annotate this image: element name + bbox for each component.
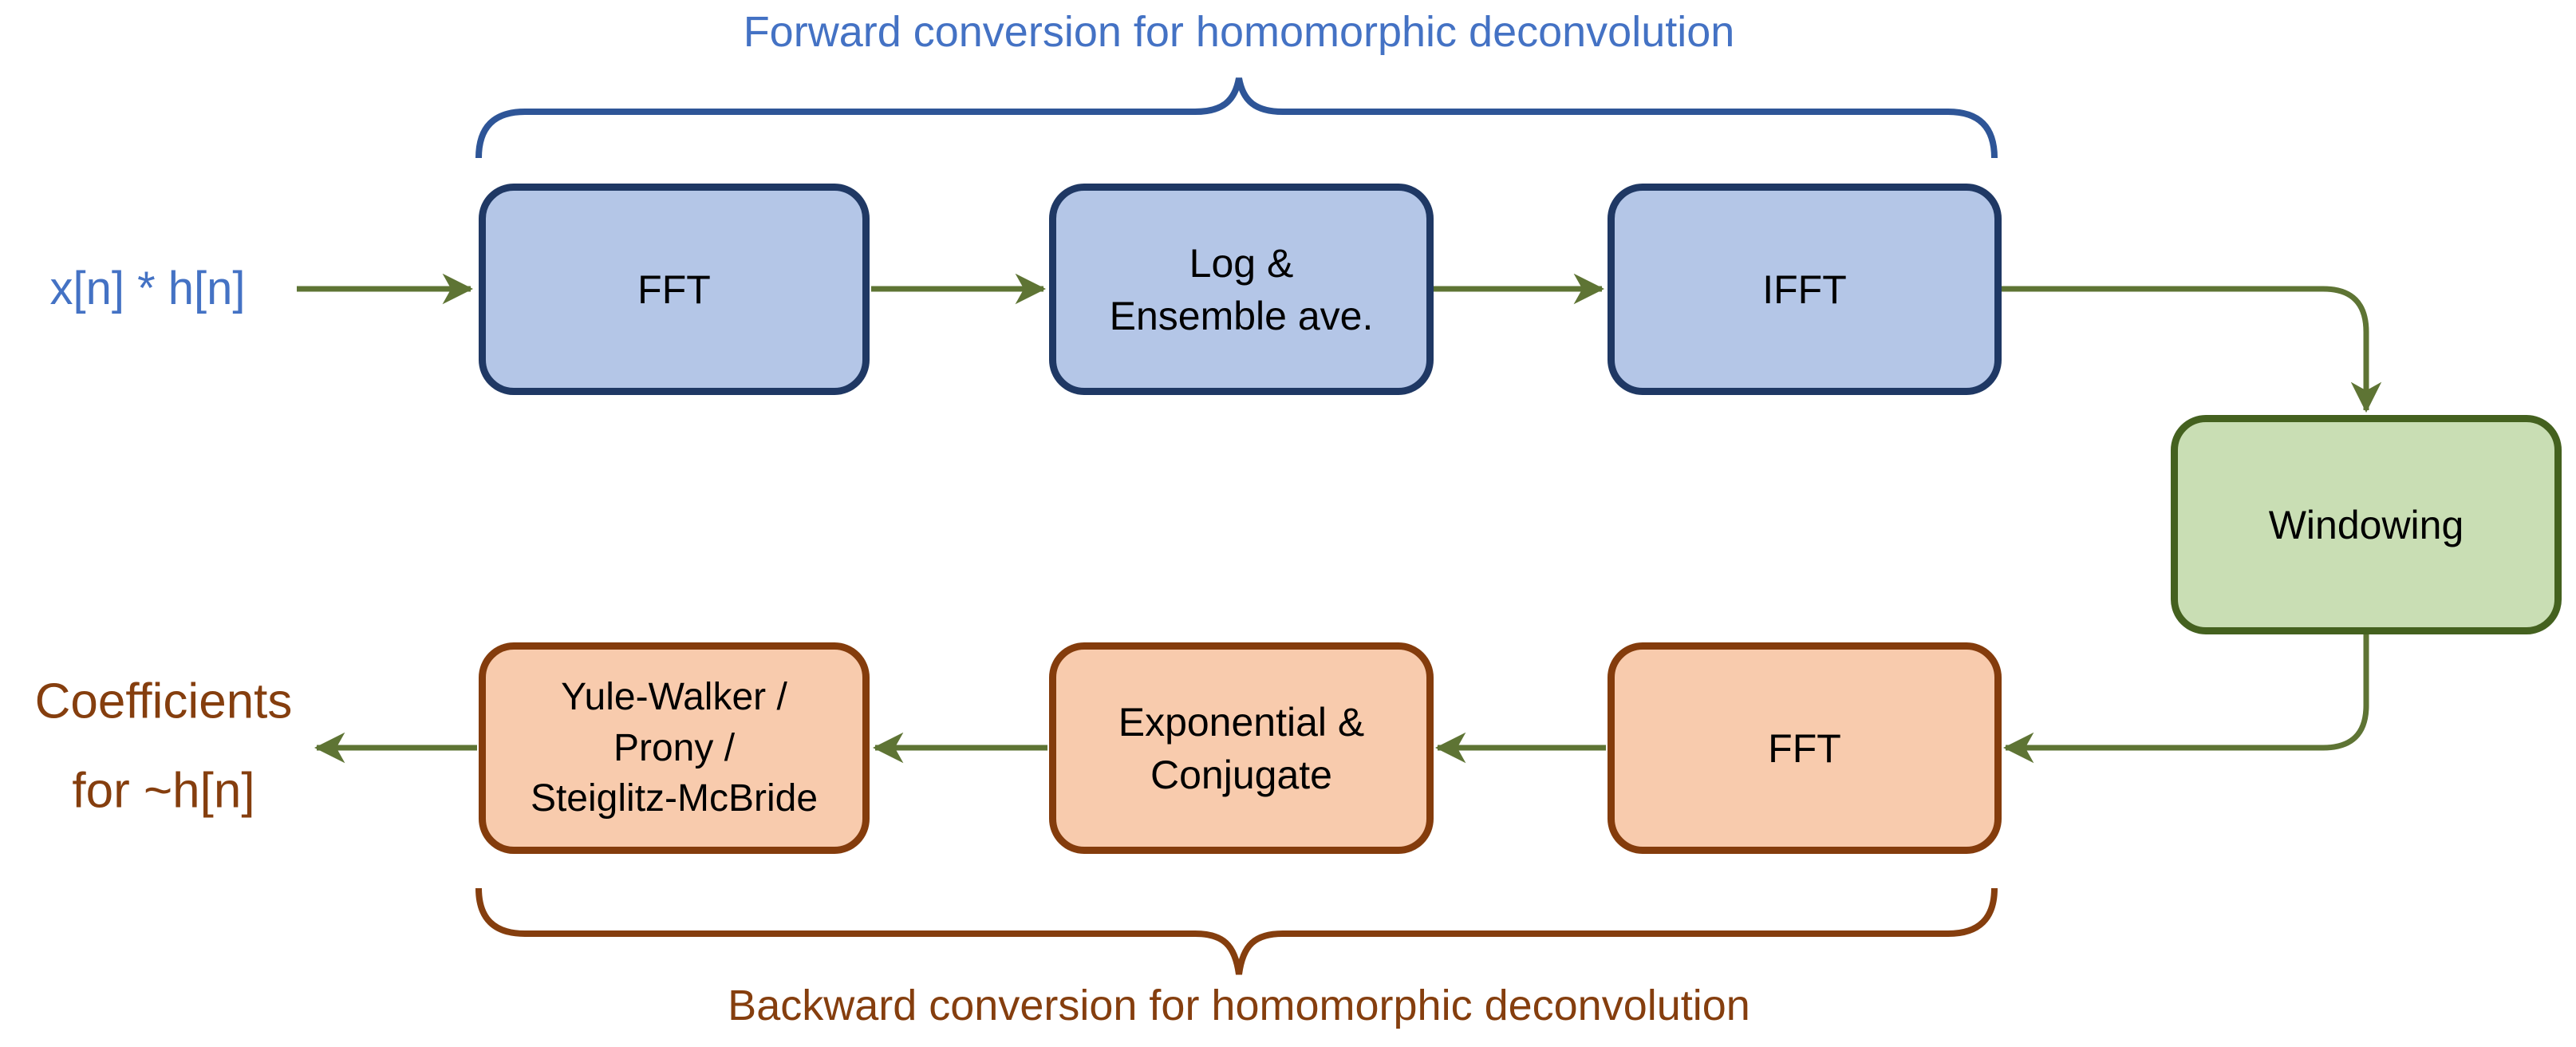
- box-windowing: Windowing: [2171, 415, 2562, 634]
- box-log-ensemble: Log & Ensemble ave.: [1049, 184, 1434, 395]
- output-label: Coefficients for ~h[n]: [34, 674, 293, 818]
- box-exponential-conjugate: Exponential & Conjugate: [1049, 642, 1434, 854]
- arrow-windowing-to-fft: [2002, 634, 2369, 764]
- box-fft-backward: FFT: [1608, 642, 2002, 854]
- forward-brace: [475, 77, 1998, 159]
- box-fft-forward: FFT: [479, 184, 870, 395]
- backward-brace: [475, 887, 1998, 975]
- backward-title: Backward conversion for homomorphic deco…: [728, 982, 1750, 1029]
- arrow-ifft-to-windowing: [2002, 286, 2382, 413]
- box-estimators: Yule-Walker / Prony / Steiglitz-McBride: [479, 642, 870, 854]
- input-label: x[n] * h[n]: [49, 262, 246, 314]
- forward-title: Forward conversion for homomorphic decon…: [743, 8, 1735, 56]
- box-ifft: IFFT: [1608, 184, 2002, 395]
